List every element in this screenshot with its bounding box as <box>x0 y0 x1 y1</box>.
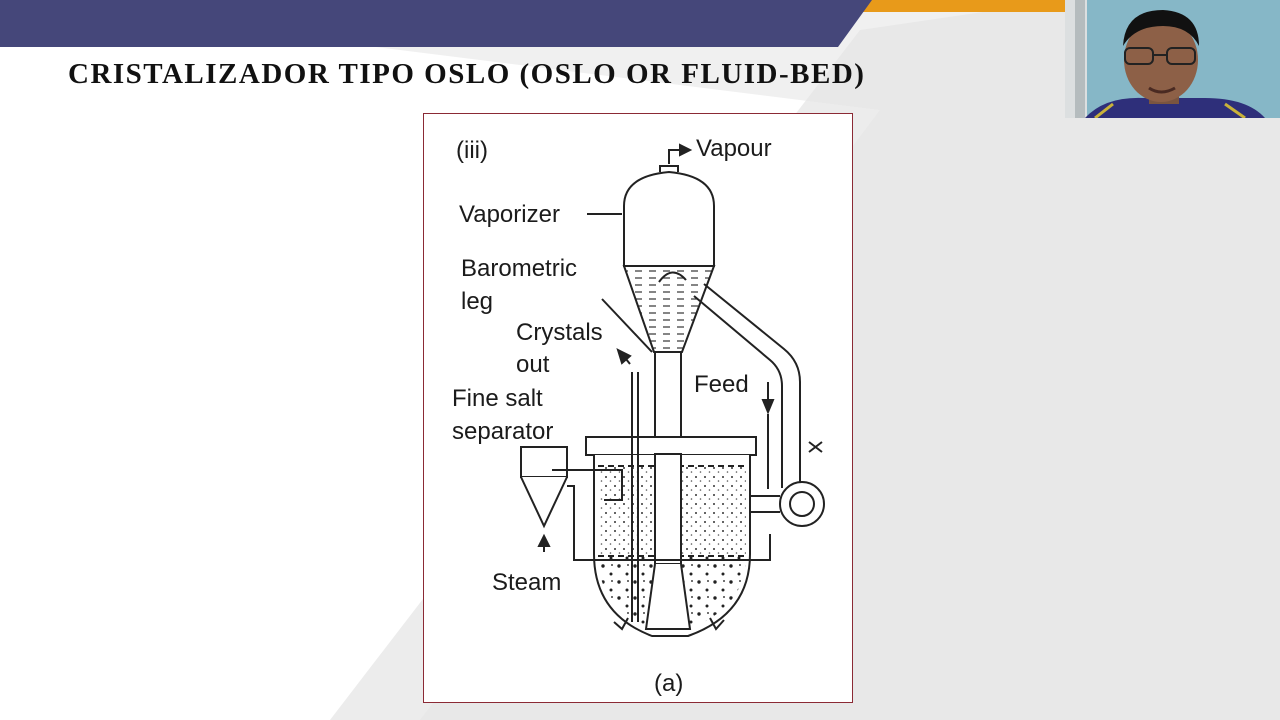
bottom-left-flow-arrow <box>613 617 629 631</box>
barometric-cone <box>622 265 716 353</box>
recirculation-pipe-outer <box>703 283 801 486</box>
presenter-shirt <box>1085 97 1265 118</box>
circulation-pump <box>779 481 825 527</box>
crystals-out-label: out <box>516 351 550 378</box>
presenter-hair <box>1123 10 1199 46</box>
figure-caption: (a) <box>654 670 683 697</box>
fine-salt-label: Fine salt <box>452 385 543 412</box>
steam-label: Steam <box>492 569 561 596</box>
separator-label: separator <box>452 418 553 445</box>
steam-arrow-head <box>537 533 551 547</box>
presenter-face <box>1124 18 1198 102</box>
vaporizer-vessel <box>623 170 715 267</box>
separator-return-pipe <box>567 485 771 561</box>
barometric-leg-label: leg <box>461 288 493 315</box>
crystallizer-diagram: (iii) Vapour Vaporizer Barometric leg Cr… <box>452 135 825 697</box>
barometric-leader-line <box>601 298 653 353</box>
pump-impeller <box>789 491 815 517</box>
panel-label: (iii) <box>456 137 488 164</box>
presenter-mouth <box>1148 86 1176 94</box>
fine-salt-separator-body <box>520 446 568 478</box>
vapour-nozzle <box>659 165 679 172</box>
downcomer-flare <box>644 563 692 630</box>
presenter-webcam <box>1065 0 1280 118</box>
barometric-label: Barometric <box>461 255 577 282</box>
oslo-crystallizer-figure: (iii) Vapour Vaporizer Barometric leg Cr… <box>423 113 853 703</box>
recirculation-pipe-inner <box>693 295 783 488</box>
bottom-right-flow-arrow <box>709 617 725 631</box>
circulation-return-arrow <box>658 271 687 283</box>
downcomer-in-tank <box>654 453 682 565</box>
vapour-label: Vapour <box>696 135 772 162</box>
vaporizer-label: Vaporizer <box>459 201 560 228</box>
presenter-video <box>1065 0 1280 118</box>
accent-bar <box>855 0 1065 12</box>
slide-title: CRISTALIZADOR TIPO OSLO (OSLO OR FLUID-B… <box>68 58 866 90</box>
tank-lid <box>585 436 757 456</box>
fine-salt-separator-cone <box>520 476 568 529</box>
shirt-stripes <box>1094 102 1246 118</box>
webcam-doorframe <box>1075 0 1085 118</box>
feed-arrow-head <box>761 399 775 415</box>
crystals-label: Crystals <box>516 319 603 346</box>
vapour-arrow <box>679 143 693 157</box>
separator-overflow-pipe <box>552 469 623 501</box>
pipe-valve <box>808 441 823 453</box>
crystals-out-arrow-head <box>616 348 632 365</box>
title-banner <box>0 0 872 47</box>
vapour-outlet-pipe <box>668 149 682 164</box>
feed-label: Feed <box>694 371 749 398</box>
